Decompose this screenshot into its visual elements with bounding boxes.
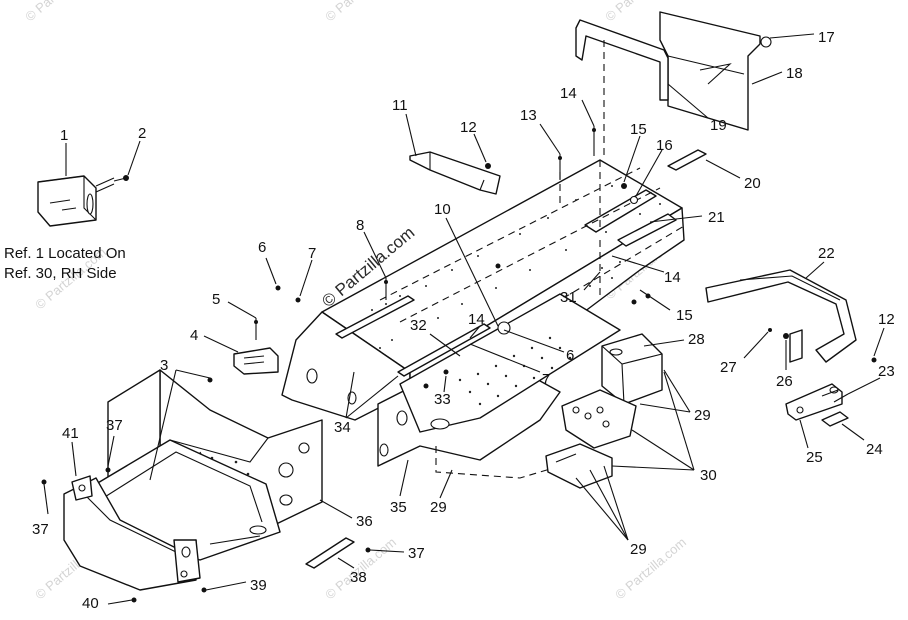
callout-11: 11 [392,97,408,114]
callout-30: 30 [700,467,717,484]
watermark: © Partzilla.com [22,0,99,24]
callout-3: 3 [160,357,168,374]
callout-15: 15 [630,121,647,138]
callout-13: 13 [520,107,537,124]
callout-17: 17 [818,29,835,46]
callout-23: 23 [878,363,895,380]
callout-22: 22 [818,245,835,262]
callout-5: 5 [212,291,220,308]
callout-37: 37 [32,521,49,538]
callout-25: 25 [806,449,823,466]
callout-1: 1 [60,127,68,144]
part-bracket-25 [785,383,843,421]
callout-28: 28 [688,331,705,348]
callout-29: 29 [430,499,447,516]
tunnel-rivets [371,185,661,349]
callout-19: 19 [710,117,727,134]
callout-15: 15 [676,307,693,324]
callout-14: 14 [664,269,681,286]
callout-39: 39 [250,577,267,594]
callout-20: 20 [744,175,761,192]
callout-27: 27 [720,359,737,376]
callout-37: 37 [408,545,425,562]
fasteners [41,40,885,605]
callout-24: 24 [866,441,883,458]
reference-note: Ref. 1 Located On Ref. 30, RH Side [4,245,126,282]
note-line-1: Ref. 1 Located On [4,245,126,262]
callout-2: 2 [138,125,146,142]
callout-14: 14 [560,85,577,102]
callout-36: 36 [356,513,373,530]
callout-8: 8 [356,217,364,234]
part-taillight [37,143,115,227]
callout-6: 6 [258,239,266,256]
part-screw-2 [113,140,141,182]
callout-26: 26 [776,373,793,390]
callout-38: 38 [350,569,367,586]
callout-21: 21 [708,209,725,226]
part-bracket-4 [203,335,279,375]
callout-32: 32 [410,317,427,334]
part-side-panel [377,293,621,479]
callout-numbers: 1 2 3 4 5 6 6 7 7 8 10 11 12 12 13 14 14… [32,29,895,612]
part-rear-bumper [705,269,857,363]
part-flap [575,11,761,131]
callout-29: 29 [694,407,711,424]
callout-6: 6 [566,347,574,364]
watermark: © Partzilla.com [322,0,399,24]
panel-rivets [458,336,572,406]
watermark: © Partzilla.com [612,534,689,602]
callout-12: 12 [460,119,477,136]
part-grommet-17 [760,33,815,48]
part-pad-24 [821,411,849,427]
callout-7: 7 [542,371,550,388]
callout-18: 18 [786,65,803,82]
callout-10: 10 [434,201,451,218]
callout-12: 12 [878,311,895,328]
callout-40: 40 [82,595,99,612]
part-front-pan [63,475,201,591]
callout-14: 14 [468,311,485,328]
callout-7: 7 [308,245,316,262]
part-bracket-11 [405,113,501,195]
part-battery-box [545,333,663,489]
callout-4: 4 [190,327,198,344]
callout-34: 34 [334,419,351,436]
callout-41: 41 [62,425,79,442]
callout-29: 29 [630,541,647,558]
note-line-2: Ref. 30, RH Side [4,265,117,282]
callout-31: 31 [560,289,577,306]
callout-37: 37 [106,417,123,434]
callout-33: 33 [434,391,451,408]
part-strip-20 [667,149,741,179]
callout-16: 16 [656,137,673,154]
callout-35: 35 [390,499,407,516]
